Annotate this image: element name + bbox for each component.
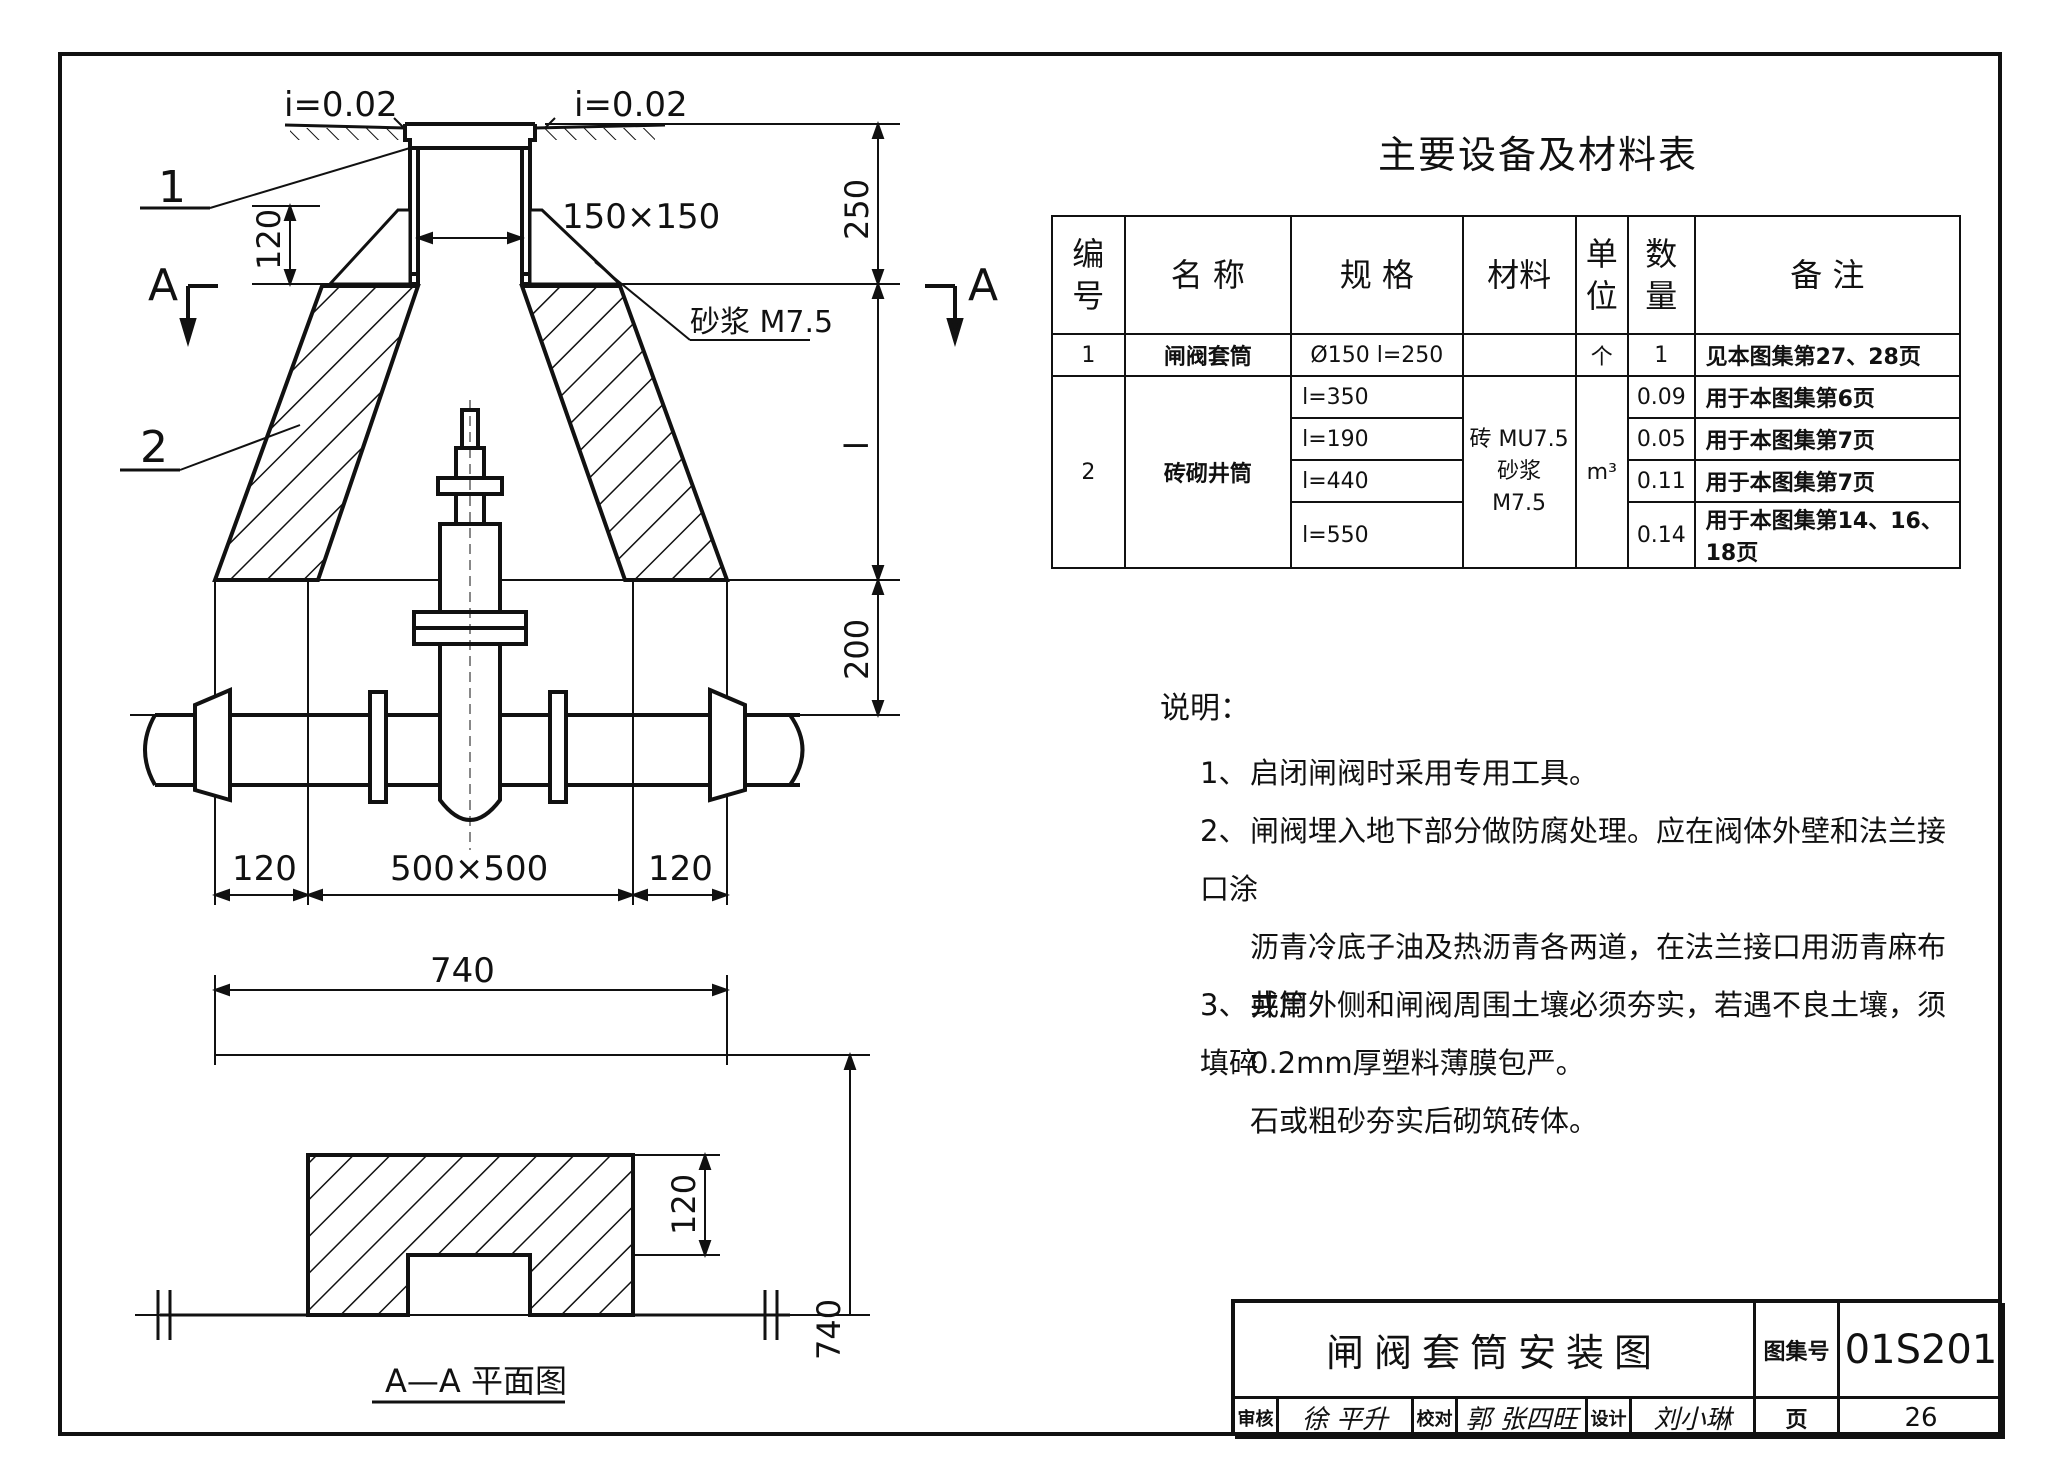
note-text: 闸阀埋入地下部分做防腐处理。应在阀体外壁和法兰接口涂 [1200, 814, 1947, 906]
review-signature: 徐 平升 [1279, 1399, 1414, 1439]
note-text-cont: 石或粗砂夯实后砌筑砖体。 [1250, 1104, 1599, 1138]
plan-dims [135, 975, 870, 1316]
note-text: 启闭闸阀时采用专用工具。 [1250, 756, 1599, 790]
atlas-label: 图集号 [1756, 1303, 1840, 1399]
table-header-row: 编号 名 称 规 格 材料 单位 数量 备 注 [1051, 215, 1962, 335]
cell-qty: 0.11 [1627, 459, 1696, 503]
material-table-title: 主要设备及材料表 [1378, 133, 1699, 177]
header-spec: 规 格 [1290, 215, 1464, 335]
slope-label-right: i=0.02 [574, 85, 688, 125]
dim-120-right: 120 [648, 849, 713, 889]
header-material: 材料 [1461, 215, 1577, 335]
table-row: l=550 0.14 用于本图集第14、16、18页 [1052, 501, 1962, 569]
dim-740-horizontal: 740 [430, 951, 495, 991]
drawing-sheet [58, 52, 2002, 1436]
cell-qty: 0.09 [1627, 375, 1696, 419]
mortar-label: 砂浆 M7.5 [690, 305, 833, 340]
cell-qty: 1 [1627, 333, 1696, 377]
note-text: 井筒外侧和闸阀周围土壤必须夯实，若遇不良土壤，须填碎 [1200, 988, 1947, 1080]
page-label: 页 [1756, 1399, 1840, 1439]
header-name: 名 称 [1123, 215, 1293, 335]
dim-l: l [838, 441, 876, 450]
note-number: 3、 [1200, 988, 1248, 1022]
note-item-2: 2、闸阀埋入地下部分做防腐处理。应在阀体外壁和法兰接口涂 沥青冷底子油及热沥青各… [1200, 802, 1960, 1092]
page-number: 26 [1840, 1399, 2005, 1439]
cell-no: 2 [1051, 375, 1126, 569]
dim-740-vertical: 740 [810, 1299, 848, 1360]
dim-250: 250 [838, 179, 876, 240]
title-block: 闸阀套筒安装图 图集号 01S201 审核 徐 平升 校对 郭 张四旺 设计 刘… [1231, 1299, 2005, 1439]
design-signature: 刘小琳 [1632, 1399, 1756, 1439]
cell-material: 砖 MU7.5 砂浆 M7.5 [1461, 375, 1577, 569]
cell-note: 用于本图集第7页 [1693, 417, 1962, 461]
header-no: 编号 [1051, 215, 1126, 335]
cell-spec: l=350 [1290, 375, 1464, 419]
dim-150x150: 150×150 [562, 197, 720, 237]
table-row: 1 闸阀套筒 Ø150 l=250 个 1 见本图集第27、28页 [1051, 333, 1962, 377]
header-qty: 数量 [1627, 215, 1696, 335]
cell-name: 砖砌井筒 [1123, 375, 1293, 569]
check-signature: 郭 张四旺 [1458, 1399, 1588, 1439]
section-label-right: A [968, 260, 998, 311]
note-text-cont: 0.2mm厚塑料薄膜包严。 [1250, 1046, 1585, 1080]
check-label: 校对 [1414, 1399, 1458, 1439]
header-unit: 单位 [1574, 215, 1630, 335]
slope-label-left: i=0.02 [284, 85, 398, 125]
cell-note: 用于本图集第6页 [1693, 375, 1962, 419]
cell-note: 见本图集第27、28页 [1693, 333, 1962, 377]
dim-200: 200 [838, 619, 876, 680]
header-note: 备 注 [1693, 215, 1962, 335]
note-text-cont: 沥青冷底子油及热沥青各两道，在法兰接口用沥青麻布或用 [1250, 930, 1947, 1022]
note-number: 1、 [1200, 756, 1248, 790]
gate-valve [412, 400, 528, 850]
cell-spec: l=550 [1290, 501, 1464, 569]
section-label-left: A [148, 260, 178, 311]
cell-name: 闸阀套筒 [1123, 333, 1293, 377]
cell-note: 用于本图集第14、16、18页 [1693, 501, 1962, 569]
cell-no: 1 [1051, 333, 1126, 377]
cell-qty: 0.05 [1627, 417, 1696, 461]
dim-120-left: 120 [232, 849, 297, 889]
cell-note: 用于本图集第7页 [1693, 459, 1962, 503]
callout-2: 2 [140, 422, 168, 473]
note-number: 2、 [1200, 814, 1248, 848]
ground-surface [284, 117, 666, 140]
material-table: 编号 名 称 规 格 材料 单位 数量 备 注 1 闸阀套筒 Ø150 l=25… [1051, 215, 1962, 569]
plan-title: A—A 平面图 [385, 1362, 567, 1400]
design-label: 设计 [1588, 1399, 1632, 1439]
section-marker-right [925, 284, 964, 347]
callout-1: 1 [158, 162, 186, 213]
drawing-name: 闸阀套筒安装图 [1235, 1303, 1756, 1399]
cell-unit: 个 [1574, 333, 1630, 377]
dim-500x500: 500×500 [390, 849, 548, 889]
dim-120-plan: 120 [665, 1174, 703, 1235]
cell-spec: Ø150 l=250 [1290, 333, 1464, 377]
bottom-dims [212, 888, 730, 902]
table-row: l=190 0.05 用于本图集第7页 [1052, 417, 1962, 461]
table-row: 2 砖砌井筒 l=350 砖 MU7.5 砂浆 M7.5 m³ 0.09 用于本… [1051, 375, 1962, 569]
cell-qty: 0.14 [1627, 501, 1696, 569]
plan-view [156, 1153, 790, 1340]
cell-spec: l=190 [1290, 417, 1464, 461]
concrete-collar [326, 208, 412, 286]
cell-unit: m³ [1574, 375, 1630, 569]
section-marker-left [179, 284, 218, 347]
vertical-dims [545, 121, 900, 718]
dim-120-top: 120 [250, 209, 288, 270]
review-label: 审核 [1235, 1399, 1279, 1439]
pipe [130, 686, 810, 804]
cell-material [1461, 333, 1577, 377]
notes-title: 说明： [1160, 691, 1250, 726]
note-item-3: 3、井筒外侧和闸阀周围土壤必须夯实，若遇不良土壤，须填碎 石或粗砂夯实后砌筑砖体… [1200, 976, 1960, 1150]
note-item-1: 1、启闭闸阀时采用专用工具。 [1200, 744, 1960, 802]
atlas-number: 01S201 [1840, 1303, 2005, 1399]
table-row: l=440 0.11 用于本图集第7页 [1052, 459, 1962, 503]
cell-spec: l=440 [1290, 459, 1464, 503]
